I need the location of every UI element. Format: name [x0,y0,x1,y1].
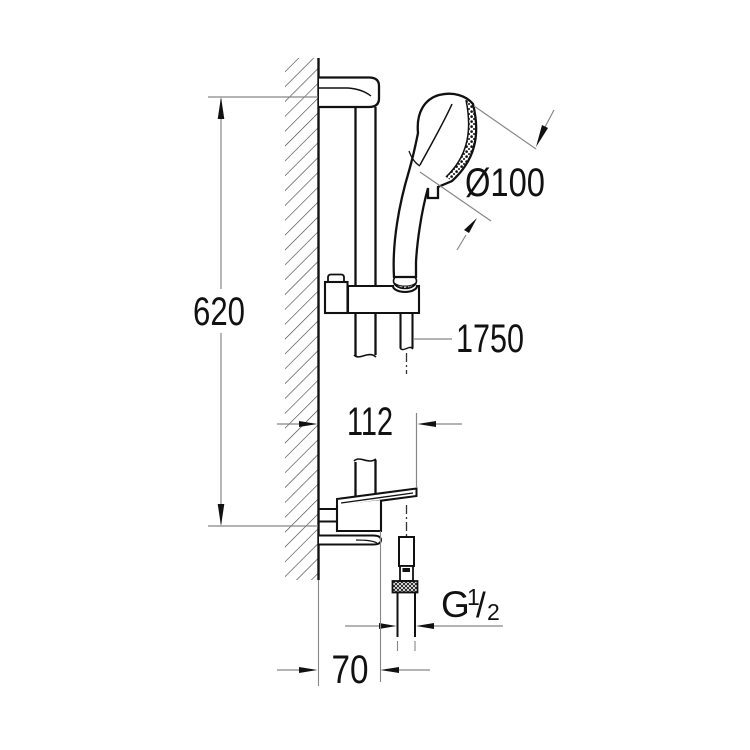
handle-cone-hatch [393,280,417,289]
knurled-nut [391,580,419,594]
dim-line-100-lower [419,171,492,222]
wall-section [285,58,320,580]
arrow-right [416,623,434,629]
holder-clamp-tab [327,273,345,282]
head-diameter-value: Ø100 [465,161,545,205]
connector-body [398,536,415,567]
dimension-100: Ø100 [419,105,555,251]
bracket-base-detail [355,539,378,544]
connector-mark [402,568,410,572]
rail-height-value: 620 [193,290,245,334]
arrow-up [217,97,225,119]
leader-100-lower [456,234,467,251]
rail-assembly [319,76,381,499]
wall-hatch [285,58,318,580]
grip-detail-arc [408,150,421,167]
arrow-left [379,623,397,629]
head-ridge-line [419,103,453,166]
arrow-right [417,421,436,427]
dimension-620: 620 [193,96,318,527]
bottom-bracket [319,487,418,546]
slider-holder [323,273,421,315]
dim-line-100-upper [473,105,537,150]
holder-left-block [323,280,349,315]
shower-hose: 1750 [399,313,524,374]
hose-length-value: 1750 [456,317,524,361]
hand-shower-outline [392,92,478,279]
leader-100-upper [544,109,555,128]
arrow-left [299,421,318,427]
top-wall-bracket [319,76,381,109]
arrow-upper [536,125,548,147]
thread-letter: G [441,584,470,625]
arrow-down [217,504,225,526]
soap-shelf-inner-line [340,492,414,504]
arrow-left [299,667,318,673]
rail-break-line-upper [353,353,377,358]
dimension-112: 112 [277,400,462,487]
thread-numerator: 1 [467,584,480,610]
wall-offset-value: 70 [332,648,369,692]
hose-connector [391,505,419,651]
hand-shower [392,92,478,290]
thread-denominator: 2 [487,599,500,625]
arrow-right [380,667,399,673]
bracket-base [319,534,383,546]
holder-body [346,284,421,315]
bracket-body [335,500,383,533]
hose-break-line [399,346,414,351]
dimension-g12: G 1 / 2 [345,584,503,629]
arrow-lower [464,218,477,233]
bracket-depth-value: 112 [347,400,393,444]
spray-face-inner-edge [445,99,470,178]
thread-slash: / [476,586,486,625]
rail-break-line-lower [353,458,377,462]
top-bracket-detail-line [319,87,372,97]
dimension-70: 70 [277,531,430,692]
